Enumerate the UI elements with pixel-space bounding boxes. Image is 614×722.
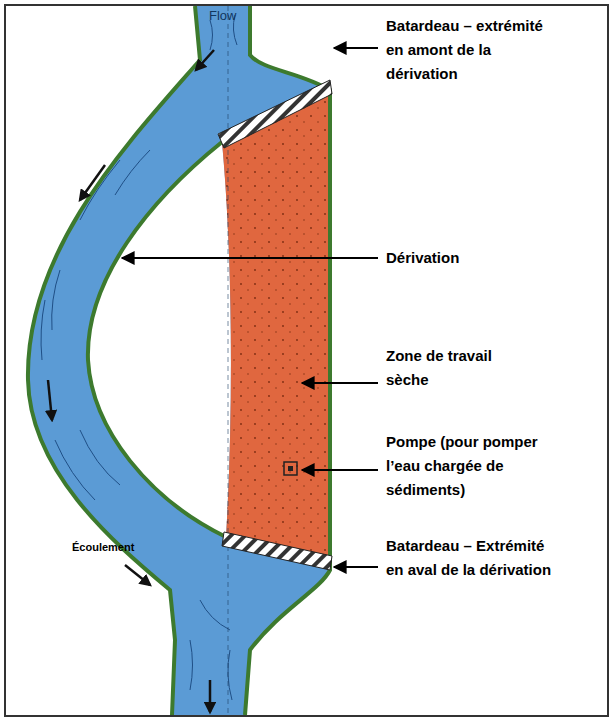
frame [5,5,608,716]
flow-label: Écoulement [72,540,162,554]
pump-symbol-core [288,466,293,471]
pump-symbol [284,462,297,475]
callout-text: Pompe (pour pomper l’eau chargée de sédi… [386,430,558,502]
callout-text: Zone de travail sèche [386,344,526,392]
leader-arrow [122,48,378,567]
channel-centreline [228,6,229,715]
water-ripples [41,15,237,700]
cofferdam-upstream [218,80,332,148]
callout-text: Batardeau – extrémité en amont de la dér… [386,14,558,86]
callout-text: Dérivation [386,246,586,270]
island [88,142,231,537]
cofferdam-downstream [222,532,332,570]
dry-zone-texture [222,90,330,562]
flow-label: Flow [209,8,249,24]
flow-arrow [48,50,214,712]
callout-text: Batardeau – Extrémité en aval de la déri… [386,534,558,582]
dry-work-zone [222,90,330,562]
